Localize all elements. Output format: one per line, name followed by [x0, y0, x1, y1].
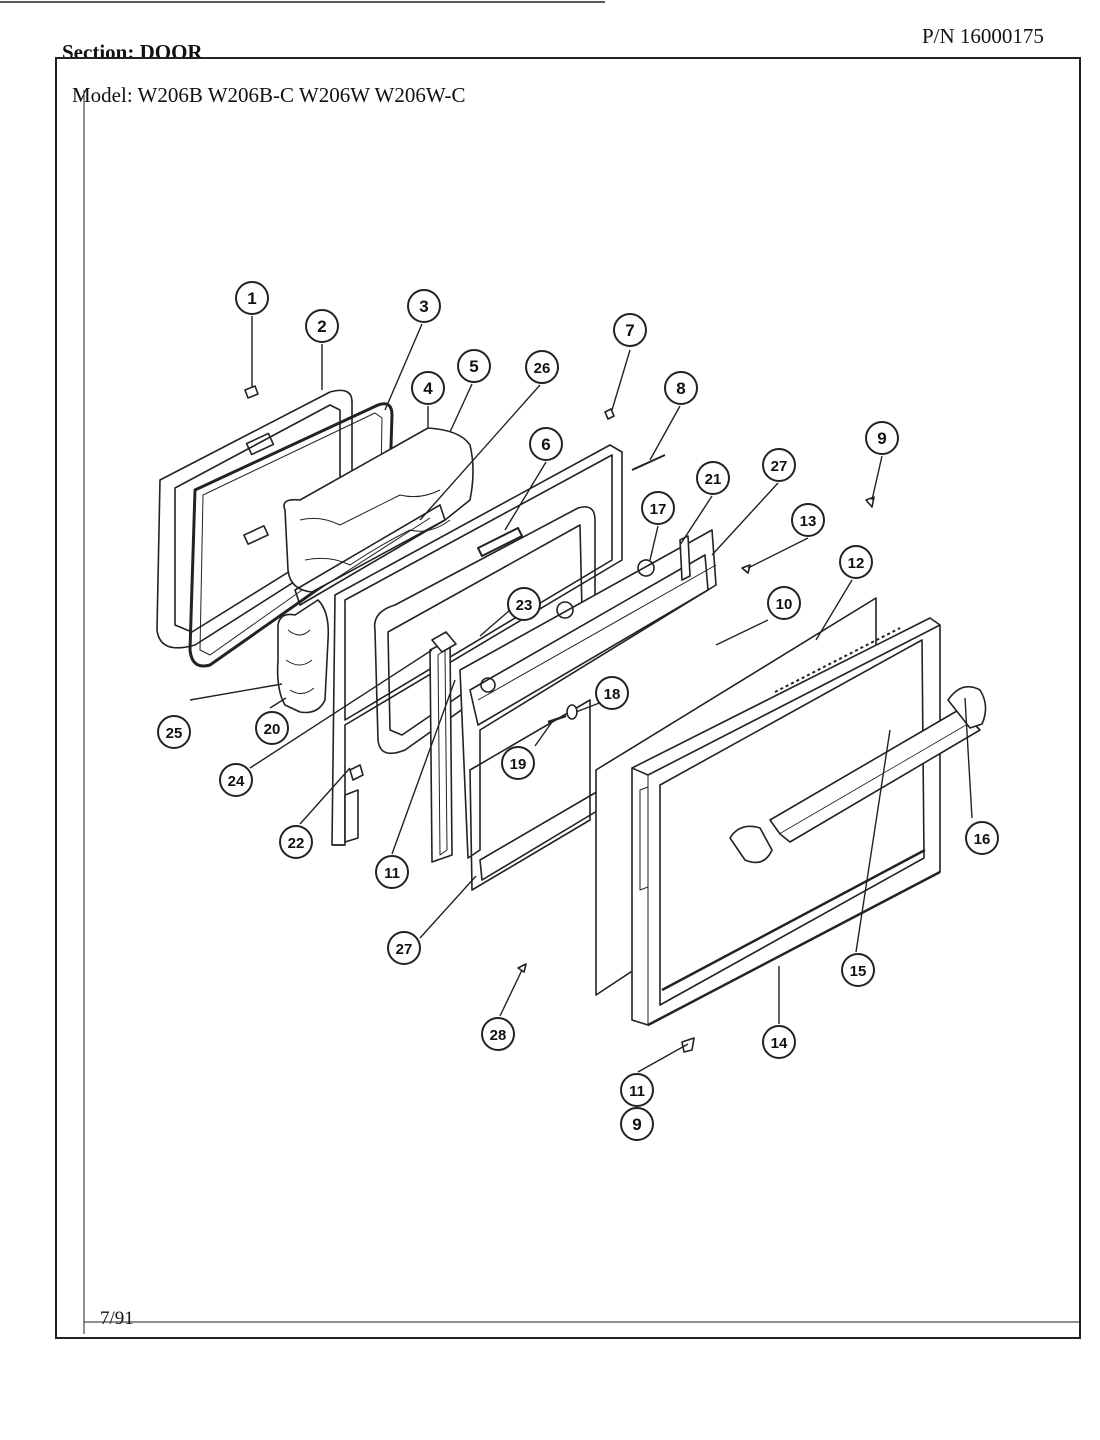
callout-bubble-c28: [481, 1017, 515, 1051]
callout-bubble-c12: [839, 545, 873, 579]
part-screw-28: [517, 963, 527, 973]
callout-bubble-c15: [841, 953, 875, 987]
callout-label-c20: 20: [264, 721, 281, 738]
callout-bubble-c27b: [387, 931, 421, 965]
callout-bubble-c5: [457, 349, 491, 383]
callout-label-c14: 14: [771, 1035, 788, 1052]
callout-label-c8: 8: [676, 379, 685, 398]
callout-label-c3: 3: [419, 297, 428, 316]
part-door-frame: [459, 529, 717, 891]
callout-label-c27b: 27: [396, 941, 413, 958]
callout-label-c5: 5: [469, 357, 478, 376]
callout-bubble-c22: [279, 825, 313, 859]
callout-label-c23: 23: [516, 597, 533, 614]
callout-bubble-c18: [595, 676, 629, 710]
part-screw-13: [741, 564, 751, 574]
callout-label-c11a: 11: [384, 865, 400, 882]
part-inner-glass: [294, 504, 446, 606]
callout-bubble-c19: [501, 746, 535, 780]
part-screw-19: [547, 714, 567, 724]
callout-bubble-c3: [407, 289, 441, 323]
callout-bubble-c26a: [525, 350, 559, 384]
callout-bubble-c11b: [620, 1073, 654, 1107]
callout-label-c10: 10: [776, 596, 793, 613]
callout-bubble-c27a: [762, 448, 796, 482]
part-insulation-bottom: [276, 599, 330, 714]
part-hinge-channel: [429, 639, 453, 863]
part-washer-18: [566, 704, 578, 720]
callout-bubble-c7: [613, 313, 647, 347]
callout-bubble-c8: [664, 371, 698, 405]
revision-date: 7/91: [100, 1308, 134, 1329]
part-rod-8: [631, 454, 666, 471]
callout-bubble-c9b: [620, 1107, 654, 1141]
callout-bubble-c9a: [865, 421, 899, 455]
callout-label-c28: 28: [490, 1027, 507, 1044]
part-insulation-top: [283, 427, 474, 593]
part-screw-7: [604, 408, 615, 420]
part-hinge-left: [344, 789, 359, 843]
callout-label-c27a: 27: [771, 458, 788, 475]
callout-label-c13: 13: [800, 513, 817, 530]
callout-bubble-c1: [235, 281, 269, 315]
callout-label-c22: 22: [288, 835, 305, 852]
callout-label-c6: 6: [541, 435, 550, 454]
callout-label-c11b: 11: [629, 1083, 645, 1100]
callout-bubble-c10: [767, 586, 801, 620]
callout-bubble-c21: [696, 461, 730, 495]
page-border: [0, 1, 1081, 1339]
part-screw-11b: [681, 1037, 695, 1053]
callout-label-c1: 1: [247, 289, 256, 308]
part-vent-slot: [477, 527, 523, 557]
callout-label-c26a: 26: [534, 360, 551, 377]
callout-label-c4: 4: [423, 379, 433, 398]
callout-bubble-c17: [641, 491, 675, 525]
callout-bubble-c16: [965, 821, 999, 855]
callout-bubble-c13: [791, 503, 825, 537]
callout-label-c15: 15: [850, 963, 867, 980]
callout-label-c12: 12: [848, 555, 865, 572]
callout-label-c19: 19: [510, 756, 527, 773]
leader-lines: [189, 316, 973, 1073]
part-number: P/N 16000175: [922, 24, 1044, 48]
callout-label-c9a: 9: [877, 429, 886, 448]
callout-label-c9b: 9: [632, 1115, 641, 1134]
callout-bubble-c14: [762, 1025, 796, 1059]
callout-bubble-c2: [305, 309, 339, 343]
callout-label-c2: 2: [317, 317, 326, 336]
callout-bubble-c25: [157, 715, 191, 749]
callout-label-c18: 18: [604, 686, 621, 703]
callout-bubble-c6: [529, 427, 563, 461]
callout-bubble-c24: [219, 763, 253, 797]
callout-bubble-c11a: [375, 855, 409, 889]
section-title: Section: DOOR: [62, 40, 203, 64]
model-list: Model: W206B W206B-C W206W W206W-C: [72, 83, 466, 107]
callout-label-c16: 16: [974, 831, 991, 848]
callout-label-c7: 7: [625, 321, 634, 340]
callout-label-c24: 24: [228, 773, 245, 790]
callout-label-c21: 21: [705, 471, 722, 488]
callout-bubble-c23: [507, 587, 541, 621]
part-door-handle: [729, 685, 987, 864]
callout-label-c17: 17: [650, 501, 667, 518]
callout-bubble-c20: [255, 711, 289, 745]
callout-bubble-c4: [411, 371, 445, 405]
callout-label-c25: 25: [166, 725, 183, 742]
